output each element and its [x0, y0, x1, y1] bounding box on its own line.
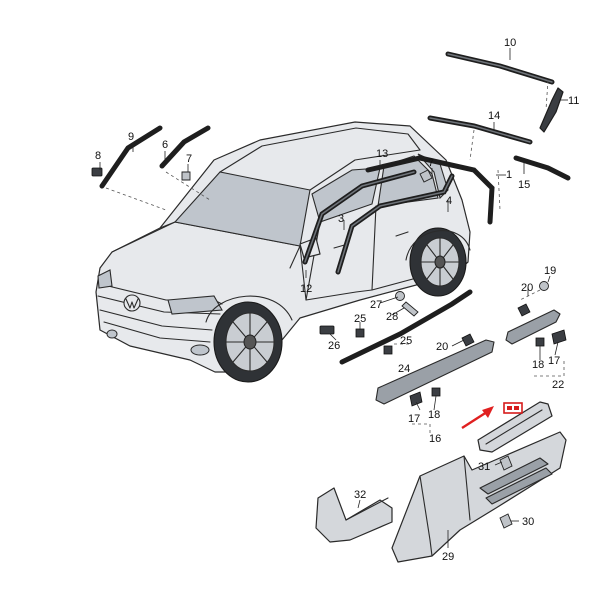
- clip-17-left: [409, 391, 423, 407]
- callout-7-lower: 7: [428, 157, 434, 169]
- callout-16: 16: [429, 433, 441, 445]
- upper-trim-parts: [99, 51, 571, 189]
- clip-20-left: [461, 333, 475, 347]
- callout-25-right: 25: [400, 335, 412, 347]
- callout-10: 10: [504, 37, 516, 49]
- callout-1: 1: [506, 169, 512, 181]
- trim-6: [159, 125, 211, 169]
- trim-15: [513, 155, 571, 181]
- clip-20-right: [517, 303, 531, 317]
- callout-20-left: 20: [436, 341, 448, 353]
- callout-31: 31: [478, 461, 490, 473]
- clip-26: [319, 325, 335, 335]
- clip-18-right: [535, 337, 545, 347]
- callout-32: 32: [354, 489, 366, 501]
- clip-25-right: [383, 345, 393, 355]
- callout-3: 3: [338, 213, 344, 225]
- highlight-box: [503, 402, 523, 414]
- callout-17-right: 17: [548, 355, 560, 367]
- strip-24: [339, 289, 473, 365]
- bolt-27: [395, 291, 405, 301]
- highlight-arrow-head: [482, 406, 494, 418]
- callout-19: 19: [544, 265, 556, 277]
- callout-29: 29: [442, 551, 454, 563]
- callout-14: 14: [488, 110, 500, 122]
- end-cap-11: [539, 87, 564, 133]
- molding-clips: [319, 281, 567, 407]
- callout-15: 15: [518, 179, 530, 191]
- callout-28: 28: [386, 311, 398, 323]
- bolt-28: [401, 301, 419, 317]
- callout-18-left: 18: [428, 409, 440, 421]
- clip-25-left: [355, 328, 365, 338]
- upper-clips: [91, 167, 433, 183]
- callout-6: 6: [162, 139, 168, 151]
- molding-16: [375, 339, 495, 405]
- trim-9: [99, 125, 163, 189]
- callout-8: 8: [95, 150, 101, 162]
- callout-27: 27: [370, 299, 382, 311]
- clip-17-right: [551, 329, 567, 345]
- mudflap-32: [315, 487, 393, 543]
- callout-30: 30: [522, 516, 534, 528]
- bolt-30: [499, 513, 513, 529]
- callout-18-right: 18: [532, 359, 544, 371]
- callout-26: 26: [328, 340, 340, 352]
- callout-22: 22: [552, 379, 564, 391]
- bolt-19: [539, 281, 549, 291]
- clip-8: [91, 167, 103, 177]
- leader-lines: [99, 48, 568, 548]
- door-frame-trims: [302, 155, 495, 275]
- callout-11: 11: [568, 95, 579, 107]
- highlight-indicator: [461, 402, 523, 430]
- side-moldings: [339, 289, 561, 405]
- bolt-31: [499, 455, 513, 471]
- clip-18-left: [431, 387, 441, 397]
- assembly-guides: [105, 79, 565, 436]
- callout-9: 9: [128, 131, 134, 143]
- molding-22: [505, 309, 561, 345]
- callout-25-left: 25: [354, 313, 366, 325]
- callout-17-left: 17: [408, 413, 420, 425]
- callout-4: 4: [446, 195, 452, 207]
- lower-sill-parts: [315, 401, 567, 563]
- callout-20-right: 20: [521, 282, 533, 294]
- callout-7-upper: 7: [186, 153, 192, 165]
- callout-13: 13: [376, 148, 388, 160]
- callout-12: 12: [300, 283, 312, 295]
- callout-24: 24: [398, 363, 410, 375]
- side-skirt-29: [391, 431, 567, 563]
- clip-7-upper: [181, 171, 191, 181]
- clip-7-lower: [419, 169, 433, 183]
- trim-frame-rear: [365, 155, 495, 225]
- callout-labels: 10 11 14 15 1 9 6 7 8 13 7 3 4 12 27 28 …: [95, 37, 579, 563]
